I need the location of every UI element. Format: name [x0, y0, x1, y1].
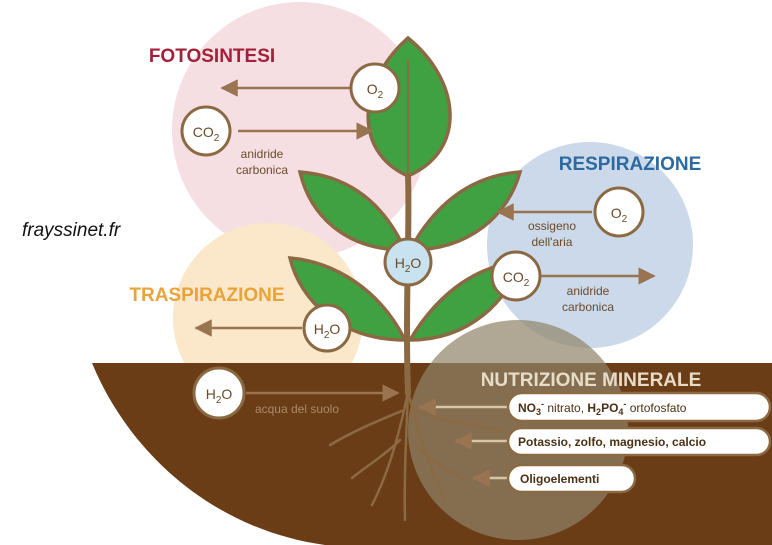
h2o-transpiration-circle	[302, 303, 352, 353]
nitrate-text: NO3- nitrato, H2PO4- ortofosfato	[518, 399, 687, 417]
co2-photosynthesis-desc-1: anidride	[241, 147, 284, 161]
leaf-mid-right	[407, 170, 523, 252]
o2-photosynthesis-circle	[349, 62, 401, 114]
h2o-soil-label: H2O	[206, 386, 233, 406]
co2-photosynthesis-desc-2: carbonica	[236, 163, 288, 177]
soil-water-desc: acqua del suolo	[255, 402, 339, 416]
o2-respiration-desc-1: ossigeno	[528, 219, 576, 233]
watermark: frayssinet.fr	[22, 220, 121, 241]
o2-respiration-desc-2: dell'aria	[532, 235, 573, 249]
h2o-center-circle	[383, 237, 433, 287]
nutrition-title: NUTRIZIONE MINERALE	[481, 370, 702, 391]
co2-respiration-desc-2: carbonica	[562, 300, 614, 314]
nitrate-pill	[506, 391, 772, 423]
photosynthesis-title: FOTOSINTESI	[149, 46, 275, 67]
o2-photosynthesis-label: O2	[367, 81, 384, 101]
h2o-soil-circle	[192, 366, 246, 420]
respiration-circle	[487, 142, 693, 348]
transpiration-title: TRASPIRAZIONE	[129, 285, 284, 306]
h2o-transpiration-label: H2O	[314, 321, 341, 341]
co2-photosynthesis-circle	[180, 105, 232, 157]
oligo-pill	[506, 463, 637, 494]
potassium-text: Potassio, zolfo, magnesio, calcio	[518, 435, 706, 449]
respiration-title: RESPIRAZIONE	[559, 154, 702, 175]
leaf-low-left	[287, 256, 408, 342]
co2-respiration-circle	[490, 250, 542, 302]
o2-respiration-label: O2	[611, 205, 628, 225]
h2o-center-label: H2O	[395, 255, 422, 275]
co2-photosynthesis-label: CO2	[193, 124, 220, 144]
co2-respiration-label: CO2	[503, 269, 530, 289]
o2-respiration-circle	[593, 186, 645, 238]
oligo-text: Oligoelementi	[520, 472, 599, 486]
potassium-pill	[506, 426, 772, 457]
leaf-mid-left	[297, 170, 408, 252]
co2-respiration-desc-1: anidride	[567, 284, 610, 298]
